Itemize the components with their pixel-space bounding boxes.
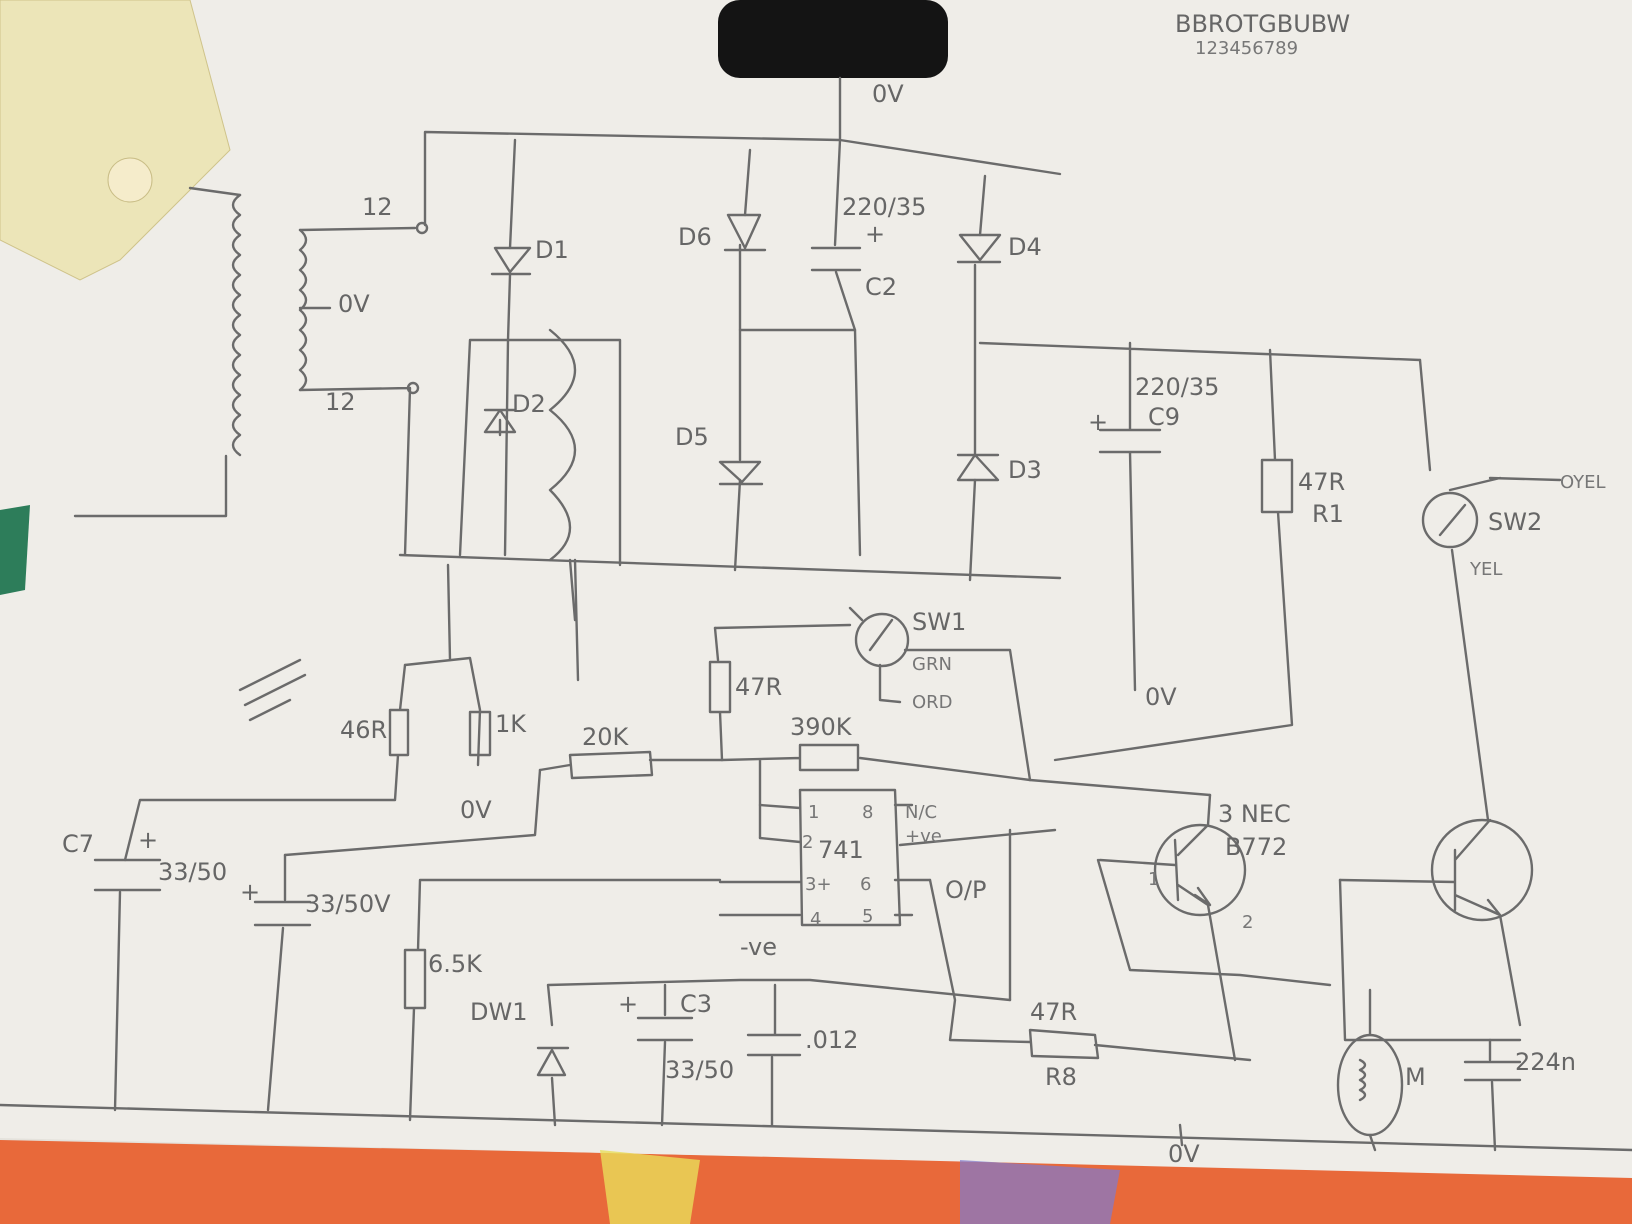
d1-label: D1 [535,236,569,264]
d2-label: D2 [512,390,546,418]
green-object [0,505,30,595]
nc-label: N/C [905,802,937,823]
transistor-part-label: B772 [1225,833,1287,861]
c9-plus-label: + [1088,408,1108,436]
tap-center-label: 0V [338,290,370,318]
c2-plus-label: + [865,220,885,248]
pin2-label: 2 [802,832,813,853]
tap-bottom-label: 12 [325,388,356,416]
c2-value-label: 220/35 [842,193,926,221]
c7-plus-label: + [138,826,158,854]
op-label: O/P [945,876,986,904]
transistor-label: 3 NEC [1218,800,1291,828]
pin4-label: 4 [810,909,821,930]
d5-label: D5 [675,423,709,451]
pin8-label: 8 [862,802,873,823]
r1-value-label: 47R [1298,468,1345,496]
c7-value-label: 33/50 [158,858,227,886]
sw2-yel-label: YEL [1469,559,1502,580]
tap-top-label: 12 [362,193,393,221]
c9-value-label: 220/35 [1135,373,1219,401]
header-code: BBROTGBUBW [1175,10,1350,38]
r47r-bot-label: 47R [1030,998,1077,1026]
c012-label: .012 [805,1026,858,1054]
dw1-label: DW1 [470,998,527,1026]
paper-sheet [0,0,1632,1178]
sw1-label: SW1 [912,608,966,636]
cap-0v-label: 0V [1145,683,1177,711]
ldr-0v-label: 0V [460,796,492,824]
c224n-label: 224n [1515,1048,1576,1076]
c3-plus-label: + [618,990,638,1018]
pin1-label: 1 [808,802,819,823]
sw1-ord-label: ORD [912,692,953,713]
c2-name-label: C2 [865,273,897,301]
r20k-label: 20K [582,723,630,751]
d6-label: D6 [678,223,712,251]
c9-name-label: C9 [1148,403,1180,431]
motor-label: M [1405,1063,1426,1091]
vepos-label: +ve [905,826,942,847]
header-index: 123456789 [1195,38,1298,59]
top-0v-label: 0V [872,80,904,108]
opamp-name-label: 741 [818,836,864,864]
cmid-plus-label: + [240,878,260,906]
d4-label: D4 [1008,233,1042,261]
plastic-object [0,0,231,281]
r1k-label: 1K [495,710,527,738]
d3-label: D3 [1008,456,1042,484]
pin3-label: 3+ [805,874,832,895]
pin5-label: 5 [862,906,873,927]
transistor-pin2-label: 2 [1242,912,1253,933]
c7-name-label: C7 [62,830,94,858]
c3-value-label: 33/50 [665,1056,734,1084]
pin6-label: 6 [860,874,871,895]
r390k-label: 390K [790,713,853,741]
cmid-value-label: 33/50V [305,890,391,918]
veneg-label: -ve [740,933,777,961]
sw1-grn-label: GRN [912,654,952,675]
black-plug [718,0,948,78]
r8-label: R8 [1045,1063,1077,1091]
sw2-label: SW2 [1488,508,1542,536]
r46r-label: 46R [340,716,387,744]
r1-name-label: R1 [1312,500,1344,528]
r65k-label: 6.5K [428,950,483,978]
c3-name-label: C3 [680,990,712,1018]
bottom-0v-label: 0V [1168,1140,1200,1168]
carpet [0,1140,1632,1224]
sw2-oyel-label: OYEL [1560,472,1606,493]
transistor-pin1-label: 1 [1148,869,1159,890]
r47r-mid-label: 47R [735,673,782,701]
